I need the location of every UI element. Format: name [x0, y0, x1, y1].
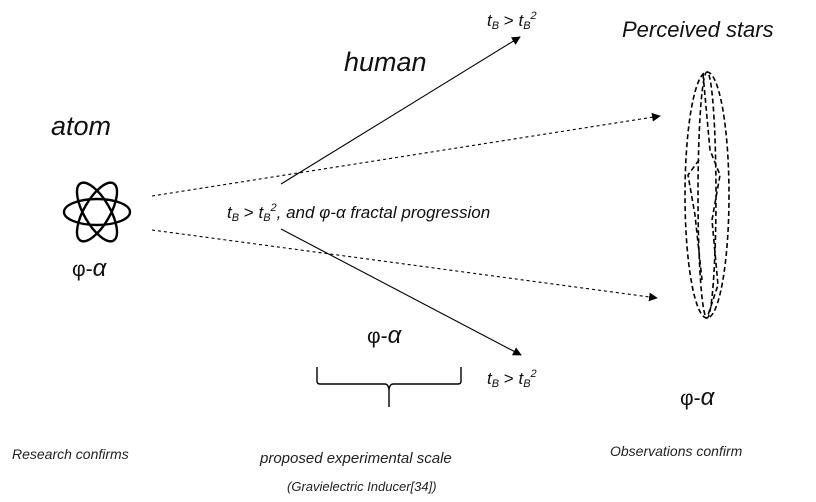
research-confirms-label: Research confirms	[12, 446, 129, 462]
atom-label: atom	[51, 111, 112, 141]
dotted-arrow-lower	[151, 229, 658, 302]
solid-arrow-up	[280, 36, 521, 185]
fractal-progression-text: , and φ-α fractal progression	[276, 203, 491, 222]
dotted-arrow-upper	[151, 112, 661, 197]
relation-top: tB > tB2	[487, 10, 537, 32]
human-label: human	[344, 47, 427, 77]
atom-phi-alpha: φ-α	[72, 255, 107, 282]
atom-icon	[62, 181, 132, 243]
relation-bottom: tB > tB2	[487, 368, 537, 390]
relation-center: tB > tB2, and φ-α fractal progression	[227, 202, 491, 224]
brace	[316, 367, 462, 407]
gravielectric-label: (Gravielectric Inducer[34])	[287, 479, 437, 494]
perceived-stars-shape	[684, 71, 730, 319]
stars-phi-alpha: φ-α	[680, 384, 715, 411]
experimental-phi-alpha: φ-α	[367, 322, 402, 349]
proposed-scale-label: proposed experimental scale	[260, 450, 452, 467]
solid-arrow-down	[280, 228, 522, 356]
observations-confirm-label: Observations confirm	[610, 443, 743, 459]
perceived-stars-label: Perceived stars	[622, 17, 774, 42]
